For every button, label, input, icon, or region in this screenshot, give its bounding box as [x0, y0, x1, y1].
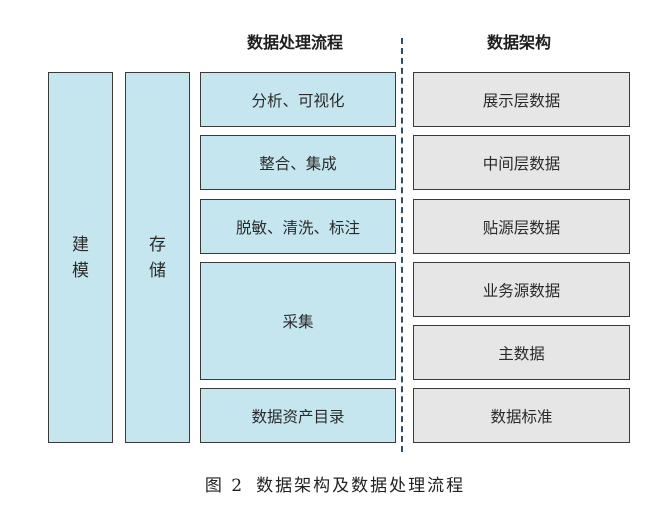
step-label: 采集: [282, 313, 314, 331]
layer-data-standard: 数据标准: [413, 388, 630, 443]
dashed-divider: [401, 38, 403, 452]
architecture-heading: 数据架构: [486, 33, 551, 52]
storage-char-1: 存: [149, 234, 166, 255]
step-data-asset-catalog: 数据资产目录: [200, 388, 396, 443]
modeling-block: 建 模: [48, 72, 113, 443]
figure-number: 图 2: [204, 476, 245, 496]
layer-label: 中间层数据: [482, 154, 561, 173]
step-integration: 整合、集成: [200, 135, 396, 190]
layer-business-source: 业务源数据: [413, 262, 630, 317]
layer-presentation: 展示层数据: [413, 72, 630, 127]
modeling-char-1: 建: [72, 234, 89, 255]
step-collection: 采集: [200, 262, 396, 380]
figure-caption-text: 数据架构及数据处理流程: [256, 476, 466, 496]
step-masking-cleaning-labeling: 脱敏、清洗、标注: [200, 199, 396, 254]
layer-label: 主数据: [498, 344, 545, 363]
layer-source-aligned: 贴源层数据: [413, 199, 630, 254]
step-label: 脱敏、清洗、标注: [235, 218, 360, 237]
layer-middle: 中间层数据: [413, 135, 630, 190]
layer-label: 数据标准: [490, 407, 553, 426]
layer-label: 业务源数据: [482, 281, 561, 300]
storage-char-2: 储: [149, 260, 166, 281]
layer-master-data: 主数据: [413, 325, 630, 380]
step-label: 数据资产目录: [251, 407, 345, 426]
layer-label: 贴源层数据: [482, 218, 561, 237]
step-label: 整合、集成: [259, 154, 337, 173]
modeling-char-2: 模: [72, 260, 89, 281]
layer-label: 展示层数据: [482, 91, 561, 110]
step-label: 分析、可视化: [251, 91, 345, 110]
figure-caption: 图 2 数据架构及数据处理流程: [0, 471, 670, 496]
storage-block: 存 储: [125, 72, 190, 443]
step-analysis-visualization: 分析、可视化: [200, 72, 396, 127]
process-heading: 数据处理流程: [246, 33, 343, 52]
